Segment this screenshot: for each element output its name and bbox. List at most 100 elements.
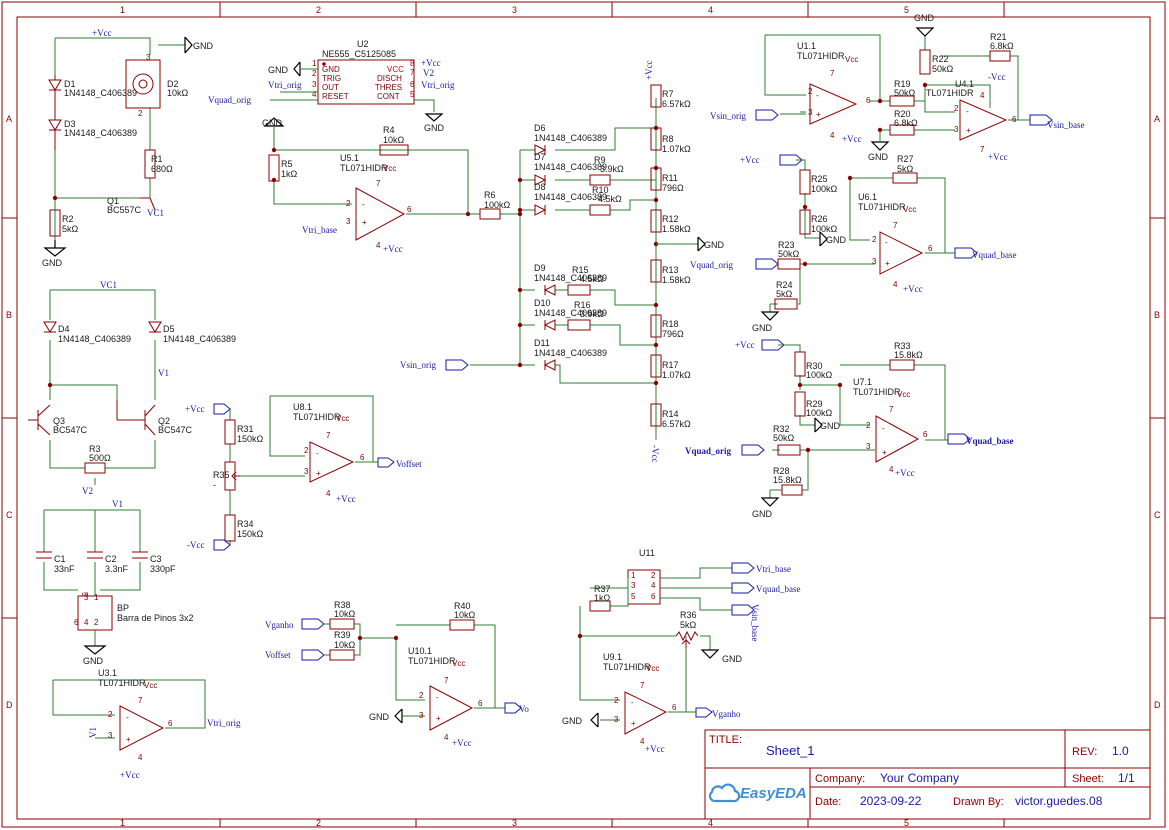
u4-vee: -Vcc — [988, 72, 1006, 82]
block-current-source: +Vcc D1 1N4148_C406389 D3 1N4148_C406389… — [42, 28, 214, 268]
u3-ref: U3.1 — [98, 668, 117, 678]
r4-ref: R4 — [383, 125, 395, 135]
svg-text:7: 7 — [326, 431, 331, 440]
u7-ref: U7.1 — [853, 377, 872, 387]
svg-text:6: 6 — [74, 618, 79, 627]
d5-value: 1N4148_C406389 — [163, 334, 236, 344]
svg-text:Vcc: Vcc — [144, 681, 157, 690]
r20-ref: R20 — [894, 109, 911, 119]
svg-text:1: 1 — [631, 571, 636, 580]
svg-text:3: 3 — [872, 257, 877, 266]
d1-value: 1N4148_C406389 — [64, 88, 137, 98]
block-u3: U3.1 TL071HIDR Vcc -+ 236 74 +Vcc V1 Vtr… — [52, 668, 241, 780]
u9-value: TL071HIDR — [603, 662, 651, 672]
r28-ref: R28 — [773, 466, 790, 476]
sheet-value: 1/1 — [1118, 771, 1135, 785]
vquad-orig-flag-u7 — [741, 444, 765, 456]
r25-value: 100kΩ — [811, 184, 838, 194]
svg-text:6: 6 — [478, 699, 483, 708]
svg-text:Vcc: Vcc — [845, 55, 858, 64]
svg-text:2: 2 — [312, 69, 317, 78]
svg-text:-: - — [885, 238, 888, 247]
u11-vsin-base: Vsin_base — [750, 604, 760, 642]
title-label: TITLE: — [709, 734, 742, 746]
vcc-label-d1: +Vcc — [92, 28, 112, 38]
gnd-r29: GND — [820, 421, 841, 431]
rev-label: REV: — [1072, 746, 1097, 758]
u9-vcc: +Vcc — [645, 744, 665, 754]
svg-text:2: 2 — [108, 710, 113, 719]
svg-text:-: - — [631, 698, 634, 707]
r21-resistor — [989, 50, 1011, 62]
u1-ref: U1.1 — [797, 41, 816, 51]
r39-resistor — [329, 649, 355, 661]
c3-ref: C3 — [150, 554, 162, 564]
svg-text:5: 5 — [80, 592, 89, 597]
u9-opamp — [624, 691, 668, 735]
col-label-2b: 2 — [316, 818, 321, 828]
row-label-a: A — [6, 114, 12, 124]
row-label-c-right: C — [1154, 510, 1161, 520]
r29-value: 100kΩ — [806, 408, 833, 418]
r31-resistor — [224, 419, 236, 445]
svg-text:2: 2 — [872, 235, 877, 244]
r13-ref: R13 — [662, 265, 679, 275]
r26-ref: R26 — [811, 214, 828, 224]
title-block: TITLE: Sheet_1 REV: 1.0 Company: Your Co… — [704, 729, 1151, 820]
col-label-5b: 5 — [904, 818, 909, 828]
d4-value: 1N4148_C406389 — [58, 334, 131, 344]
r28-value: 15.8kΩ — [773, 475, 802, 485]
svg-text:6: 6 — [651, 592, 656, 601]
r23-resistor — [777, 258, 801, 270]
c2-ref: C2 — [105, 554, 117, 564]
q1-ref: Q1 — [107, 196, 119, 206]
r13-value: 1.58kΩ — [662, 275, 691, 285]
gnd-r26: GND — [826, 235, 847, 245]
svg-text:4: 4 — [830, 131, 835, 140]
svg-text:TRIG: TRIG — [322, 74, 341, 83]
d6-ref: D6 — [534, 123, 546, 133]
u7-vcc: +Vcc — [895, 468, 915, 478]
svg-text:7: 7 — [893, 221, 898, 230]
r1-value: 680Ω — [151, 164, 173, 174]
r33-ref: R33 — [894, 341, 911, 351]
svg-text:3: 3 — [346, 217, 351, 226]
u11-ref: U11 — [639, 548, 655, 558]
u2-v2: V2 — [423, 68, 434, 78]
v1-bridge: V1 — [158, 368, 169, 378]
r38-value: 10kΩ — [334, 609, 356, 619]
r30-ref: R30 — [806, 361, 823, 371]
easyeda-logo-icon — [708, 783, 741, 803]
svg-text:7: 7 — [640, 681, 645, 690]
svg-text:6: 6 — [866, 96, 871, 105]
c2-value: 3.3nF — [105, 564, 129, 574]
row-label-b: B — [6, 310, 12, 320]
r24-ref: R24 — [776, 280, 793, 290]
vcc-r31: +Vcc — [185, 404, 205, 414]
r27-resistor — [892, 172, 918, 184]
r28-resistor — [781, 484, 803, 496]
r17-value: 1.07kΩ — [662, 370, 691, 380]
d2-ref: D2 — [167, 79, 179, 89]
svg-text:4: 4 — [138, 753, 143, 762]
gnd-u2-cont: GND — [424, 123, 445, 133]
svg-text:2: 2 — [94, 618, 99, 627]
company-label: Company: — [815, 773, 865, 785]
r25-ref: R25 — [811, 174, 828, 184]
u5-opamp — [355, 187, 406, 241]
r21-ref: R21 — [990, 32, 1007, 42]
svg-text:3: 3 — [866, 442, 871, 451]
d9-value: 1N4148_C406389 — [534, 273, 607, 283]
gnd-ladder: GND — [704, 240, 725, 250]
u1-value: TL071HIDR — [797, 51, 845, 61]
u3-vcc: +Vcc — [120, 770, 140, 780]
r36-value: 5kΩ — [680, 620, 697, 630]
drawn-value: victor.guedes.08 — [1015, 794, 1103, 808]
svg-text:THRES: THRES — [375, 83, 402, 92]
vsin-orig-net: Vsin_orig — [400, 360, 437, 370]
vsin-orig-flag-u1 — [755, 109, 779, 121]
u6-vcc: +Vcc — [903, 284, 923, 294]
